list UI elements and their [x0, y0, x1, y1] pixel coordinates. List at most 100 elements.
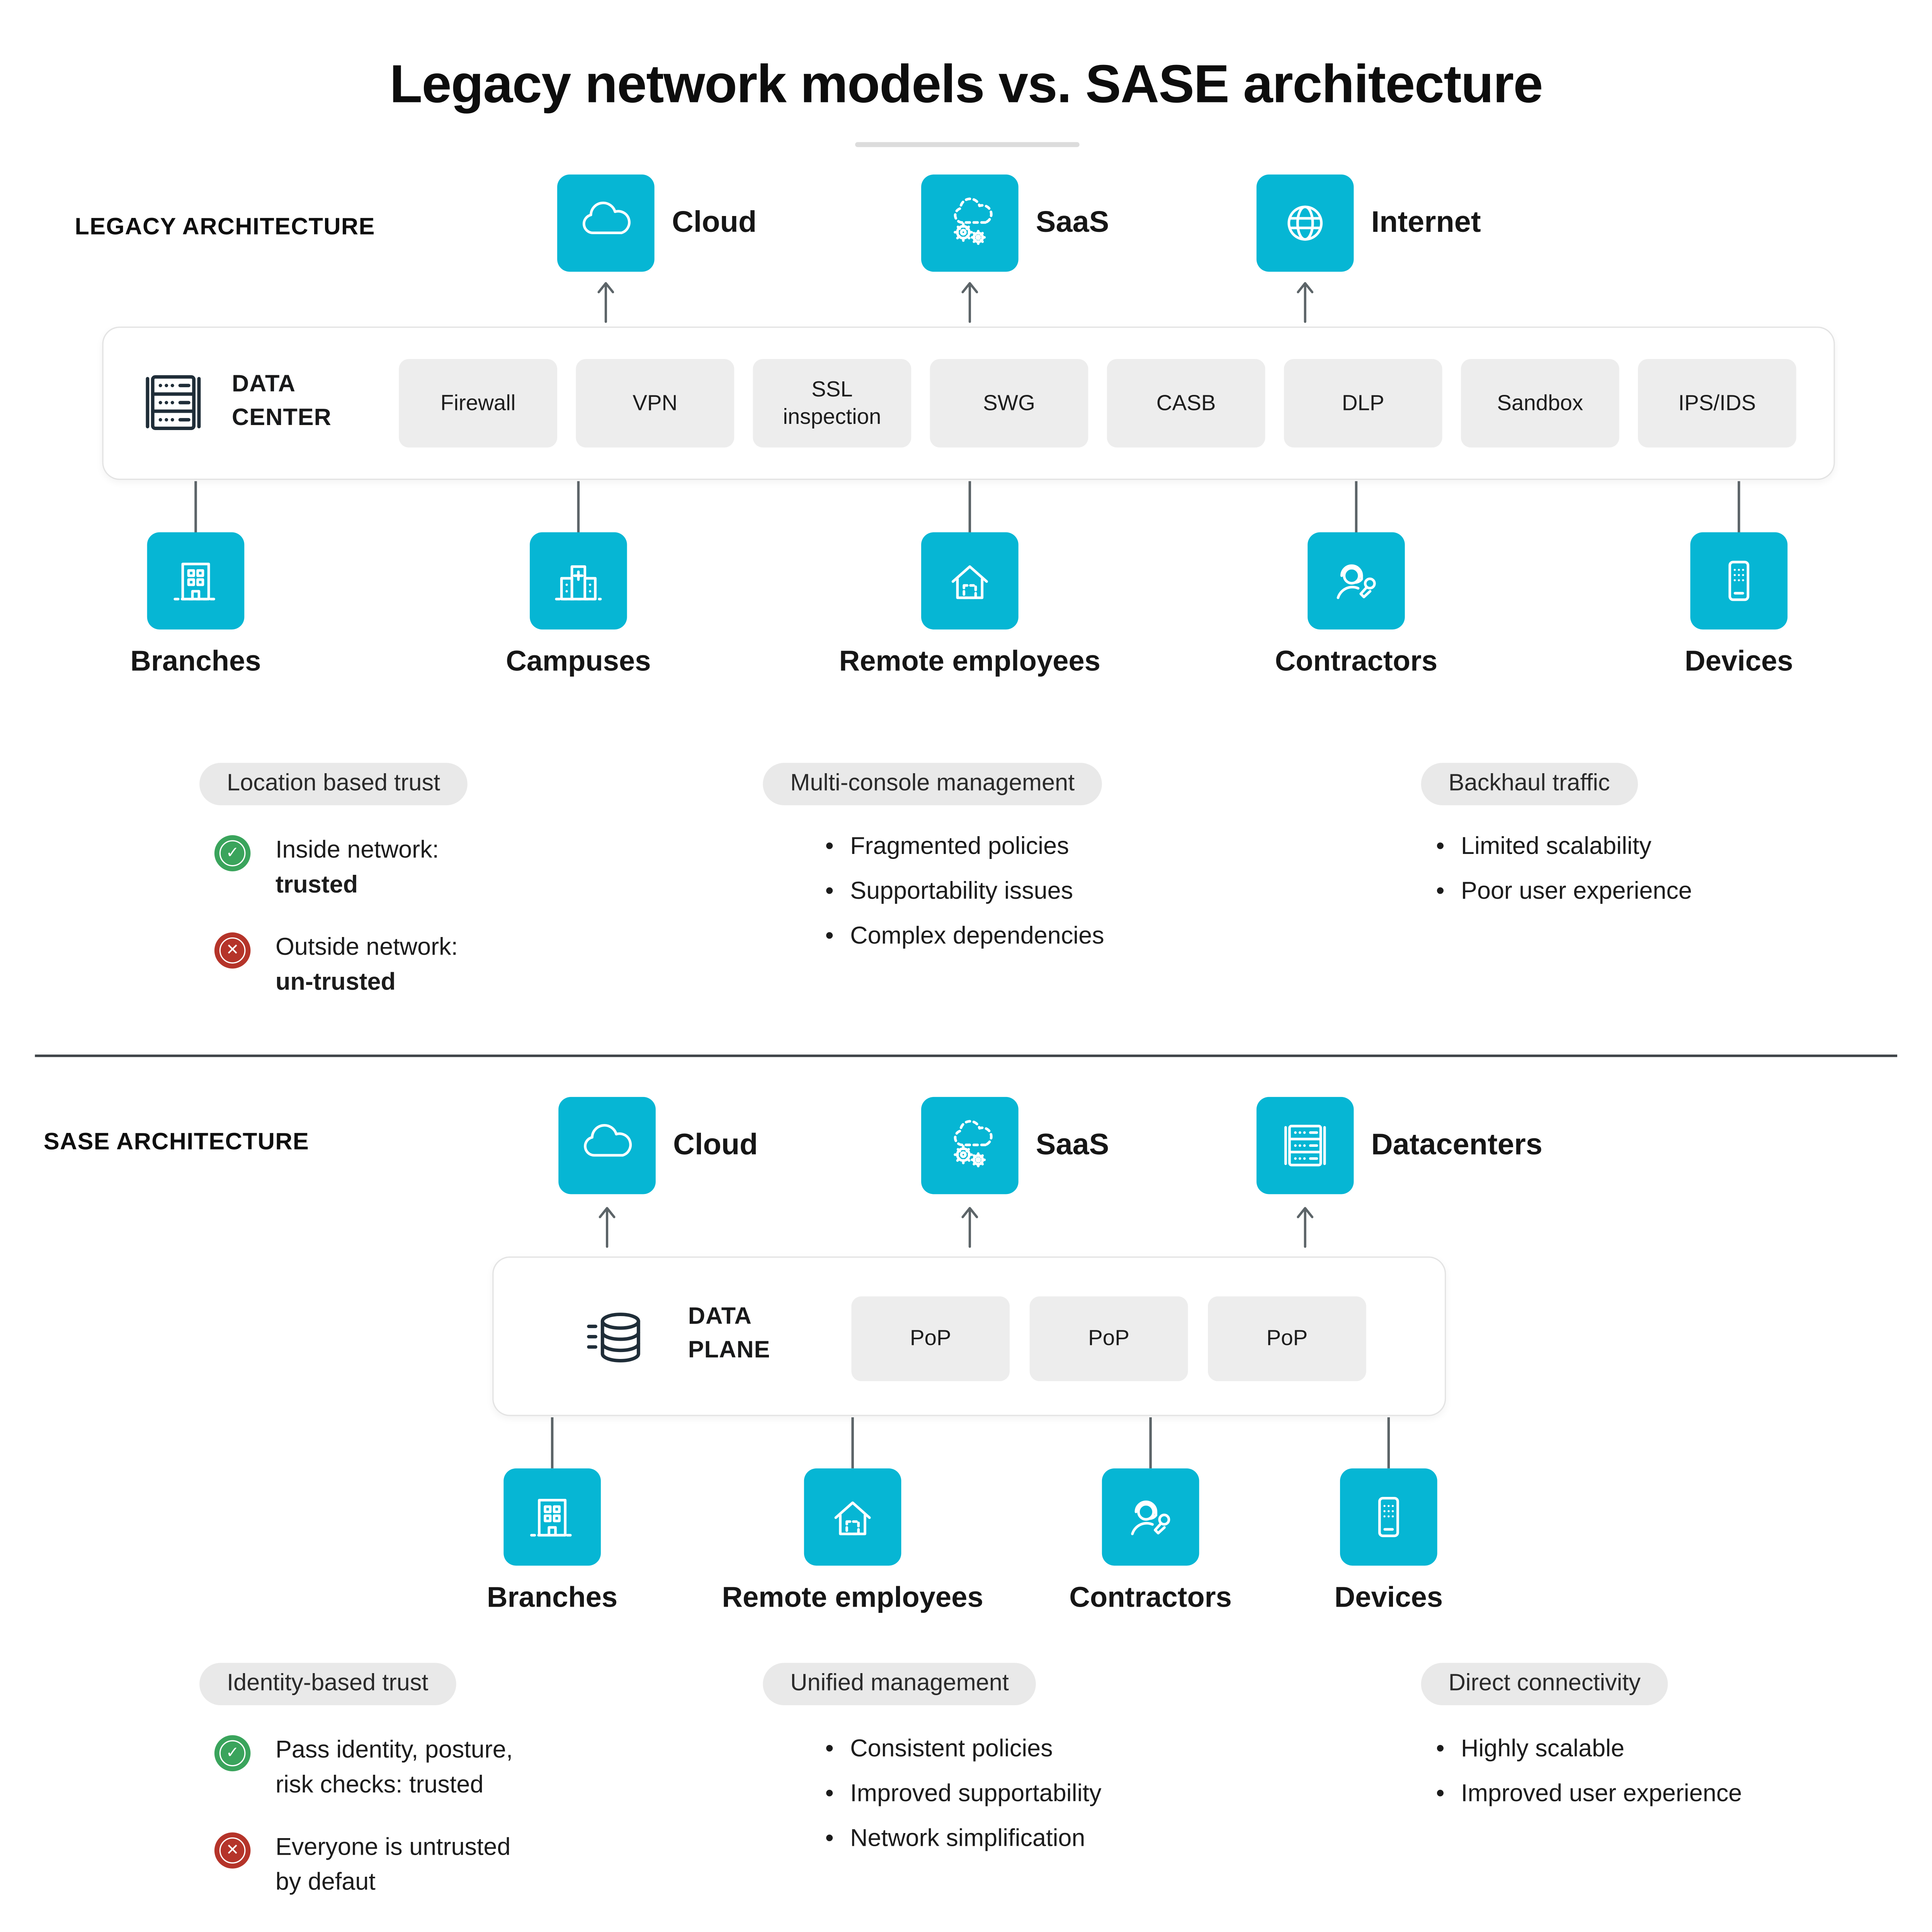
callout-heading: Location based trust	[199, 763, 468, 805]
mobile-device-icon	[1708, 550, 1770, 612]
unified-mgmt-bullets: Consistent policies Improved supportabil…	[823, 1735, 1102, 1854]
branch-building-icon	[521, 1486, 583, 1548]
trust-line2: un-trusted	[275, 969, 396, 997]
saas-icon	[939, 192, 1001, 254]
bullet-item: Highly scalable	[1434, 1735, 1742, 1764]
callout-heading: Multi-console management	[763, 763, 1102, 805]
legacy-saas-label: SaaS	[1036, 206, 1109, 240]
trust-item-outside: ✕ Outside network: un-trusted	[214, 930, 458, 1000]
cloud-icon	[575, 192, 637, 254]
legacy-contractors-label: Contractors	[1275, 644, 1438, 677]
callout-location-trust: Location based trust	[199, 763, 468, 805]
sase-cloud-node	[558, 1097, 656, 1194]
legacy-remote-label: Remote employees	[839, 644, 1100, 677]
trust-line1: Everyone is untrusted	[275, 1833, 511, 1861]
connector-line	[194, 481, 197, 532]
legacy-branches-node	[147, 532, 245, 630]
legacy-branches-label: Branches	[130, 644, 261, 677]
chip-sandbox: Sandbox	[1461, 359, 1619, 448]
connector-line	[577, 481, 580, 532]
data-plane-label: DATA PLANE	[688, 1301, 770, 1368]
connector-line	[551, 1417, 554, 1469]
callout-heading: Unified management	[763, 1663, 1036, 1706]
callout-backhaul: Backhaul traffic	[1421, 763, 1638, 805]
bullet-item: Improved supportability	[823, 1780, 1102, 1809]
data-center-label: DATA CENTER	[232, 369, 332, 435]
internet-icon	[1274, 192, 1336, 254]
data-center-label-line2: CENTER	[232, 405, 332, 431]
home-icon	[939, 550, 1001, 612]
sase-cloud-label: Cloud	[673, 1128, 758, 1162]
bullet-item: Poor user experience	[1434, 878, 1692, 906]
trust-line2: trusted	[275, 871, 358, 899]
chip-dlp: DLP	[1284, 359, 1442, 448]
cross-circle-icon: ✕	[214, 932, 251, 969]
trust-line1: Pass identity, posture,	[275, 1736, 513, 1764]
legacy-campuses-node	[530, 532, 627, 630]
title-underline	[855, 142, 1080, 147]
sase-remote-node	[804, 1468, 901, 1566]
mobile-device-icon	[1357, 1486, 1420, 1548]
direct-connectivity-bullets: Highly scalable Improved user experience	[1434, 1735, 1742, 1809]
callout-identity-trust: Identity-based trust	[199, 1663, 456, 1706]
support-person-icon	[1325, 550, 1387, 612]
legacy-cloud-node	[557, 174, 655, 272]
bullet-item: Supportability issues	[823, 878, 1104, 906]
cross-circle-icon: ✕	[214, 1832, 251, 1869]
cloud-icon	[576, 1114, 638, 1177]
chip-pop-2: PoP	[1029, 1296, 1188, 1381]
callout-heading: Backhaul traffic	[1421, 763, 1638, 805]
callout-heading: Direct connectivity	[1421, 1663, 1668, 1706]
chip-ips-ids: IPS/IDS	[1638, 359, 1796, 448]
data-center-label-line1: DATA	[232, 371, 296, 398]
multi-console-bullets: Fragmented policies Supportability issue…	[823, 833, 1104, 951]
callout-direct-connectivity: Direct connectivity	[1421, 1663, 1668, 1706]
callout-heading: Identity-based trust	[199, 1663, 456, 1706]
server-rack-icon	[132, 362, 214, 450]
section-divider	[35, 1054, 1897, 1057]
chip-vpn: VPN	[576, 359, 735, 448]
legacy-devices-node	[1690, 532, 1788, 630]
backhaul-bullets: Limited scalability Poor user experience	[1434, 833, 1692, 906]
connector-line	[1355, 481, 1358, 532]
sase-datacenters-node	[1256, 1097, 1354, 1194]
campus-building-icon	[547, 550, 609, 612]
legacy-saas-node	[921, 174, 1019, 272]
sase-branches-label: Branches	[487, 1580, 618, 1613]
bullet-item: Fragmented policies	[823, 833, 1104, 861]
connector-line	[1149, 1417, 1152, 1469]
sase-section-label: SASE ARCHITECTURE	[43, 1129, 310, 1156]
chip-ssl-inspection: SSL inspection	[753, 359, 912, 448]
trust-item-text: Pass identity, posture, risk checks: tru…	[276, 1733, 513, 1803]
sase-saas-label: SaaS	[1036, 1128, 1109, 1162]
chip-swg: SWG	[930, 359, 1088, 448]
sase-datacenters-label: Datacenters	[1371, 1128, 1543, 1162]
connector-line	[1738, 481, 1740, 532]
server-rack-icon	[1274, 1114, 1336, 1177]
legacy-internet-node	[1256, 174, 1354, 272]
sase-contractors-label: Contractors	[1069, 1580, 1232, 1613]
callout-unified-mgmt: Unified management	[763, 1663, 1036, 1706]
check-circle-icon: ✓	[214, 835, 251, 871]
legacy-remote-node	[921, 532, 1019, 630]
sase-branches-node	[503, 1468, 601, 1566]
home-icon	[821, 1486, 884, 1548]
trust-item-text: Inside network: trusted	[276, 833, 439, 903]
up-arrow-icon	[959, 277, 981, 324]
chip-pop-3: PoP	[1208, 1296, 1366, 1381]
up-arrow-icon	[959, 1202, 981, 1249]
page-title: Legacy network models vs. SASE architect…	[389, 54, 1543, 115]
trust-item-pass: ✓ Pass identity, posture, risk checks: t…	[214, 1733, 513, 1803]
trust-item-text: Everyone is untrusted by defaut	[276, 1830, 510, 1900]
trust-item-text: Outside network: un-trusted	[276, 930, 458, 1000]
check-circle-icon: ✓	[214, 1735, 251, 1772]
sase-remote-label: Remote employees	[722, 1580, 983, 1613]
database-icon	[576, 1296, 658, 1385]
up-arrow-icon	[595, 277, 617, 324]
connector-line	[1387, 1417, 1390, 1469]
sase-contractors-node	[1102, 1468, 1199, 1566]
trust-line2: by defaut	[275, 1869, 376, 1896]
support-person-icon	[1119, 1486, 1182, 1548]
